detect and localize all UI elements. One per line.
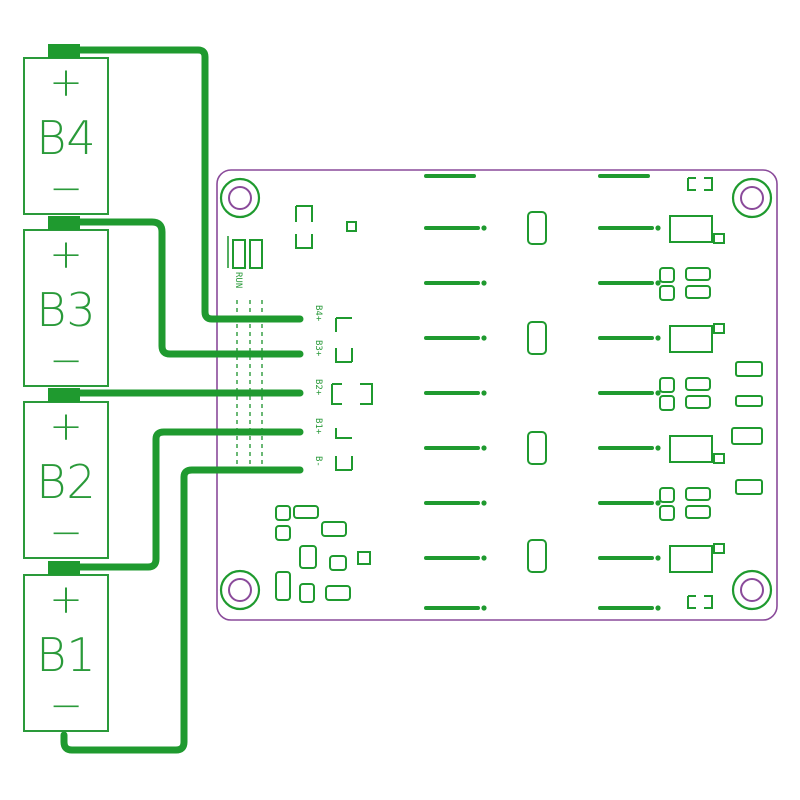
cell-minus-sign: − [49,338,83,384]
battery-cell-b4: + B4− [23,44,109,215]
balance-traces [424,174,661,611]
board-terminals: B4+ B3+ B2+ B1+ B- [313,305,323,467]
run-label: RUN [233,272,243,288]
cell-minus-sign: − [49,510,83,556]
wire-b-minus [60,466,304,754]
terminal-label-b-minus: B- [313,456,323,467]
component-footprints [275,177,763,609]
battery-cell-b3: + B3− [23,216,109,387]
cell-name-b1: B1 [36,628,95,682]
battery-cell-b2: + B2− [23,388,109,559]
terminal-label-b3-plus: B3+ [313,340,323,357]
mounting-hole-top-right [731,177,773,219]
cell-name-b4: B4 [36,111,95,165]
terminal-label-b1-plus: B1+ [313,418,323,435]
wire-b1-plus [48,428,304,571]
mounting-hole-bottom-right [731,569,773,611]
run-indicator: RUN [227,236,263,288]
cell-plus-sign: + [49,577,83,623]
wire-b4-plus [48,46,304,323]
mounting-hole-top-left [219,177,261,219]
cell-plus-sign: + [49,60,83,106]
battery-cell-b1: + B1− [23,561,109,732]
cell-wires [48,46,304,754]
cell-name-b3: B3 [36,283,95,337]
cell-minus-sign: − [49,683,83,729]
terminal-label-b2-plus: B2+ [313,379,323,396]
terminal-label-b4-plus: B4+ [313,305,323,322]
cell-minus-sign: − [49,166,83,212]
cell-plus-sign: + [49,232,83,278]
mounting-hole-bottom-left [219,569,261,611]
wire-b3-plus [48,218,304,358]
battery-cells: +B4−+B3−+B2−+B1− [23,44,109,732]
cell-name-b2: B2 [36,455,95,509]
cell-plus-sign: + [49,404,83,450]
